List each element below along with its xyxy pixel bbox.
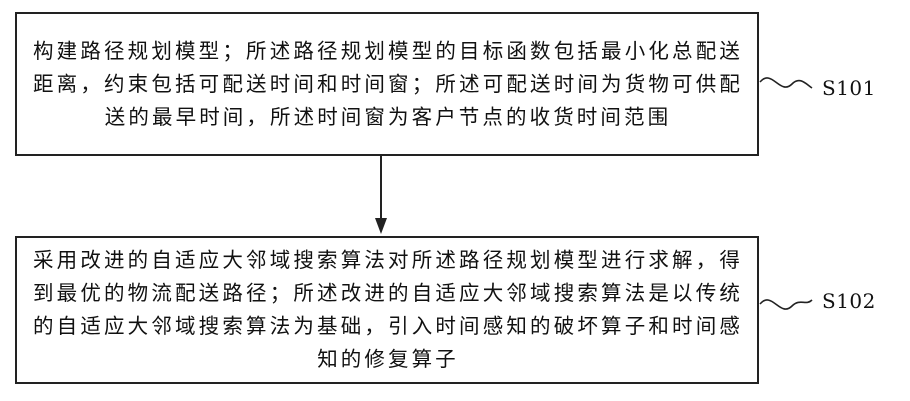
step-text-s102: 采用改进的自适应大邻域搜索算法对所述路径规划模型进行求解，得到最优的物流配送路径… (17, 244, 757, 376)
step-label-s102: S102 (822, 289, 876, 313)
flow-arrowhead (375, 218, 387, 234)
step-box-s101: 构建路径规划模型；所述路径规划模型的目标函数包括最小化总配送距离，约束包括可配送… (15, 12, 759, 156)
step-text-s101: 构建路径规划模型；所述路径规划模型的目标函数包括最小化总配送距离，约束包括可配送… (17, 35, 757, 134)
leader-line-s102 (760, 300, 812, 309)
step-label-s101: S101 (822, 76, 876, 100)
leader-line-s101 (760, 78, 812, 88)
step-box-s102: 采用改进的自适应大邻域搜索算法对所述路径规划模型进行求解，得到最优的物流配送路径… (15, 236, 759, 384)
